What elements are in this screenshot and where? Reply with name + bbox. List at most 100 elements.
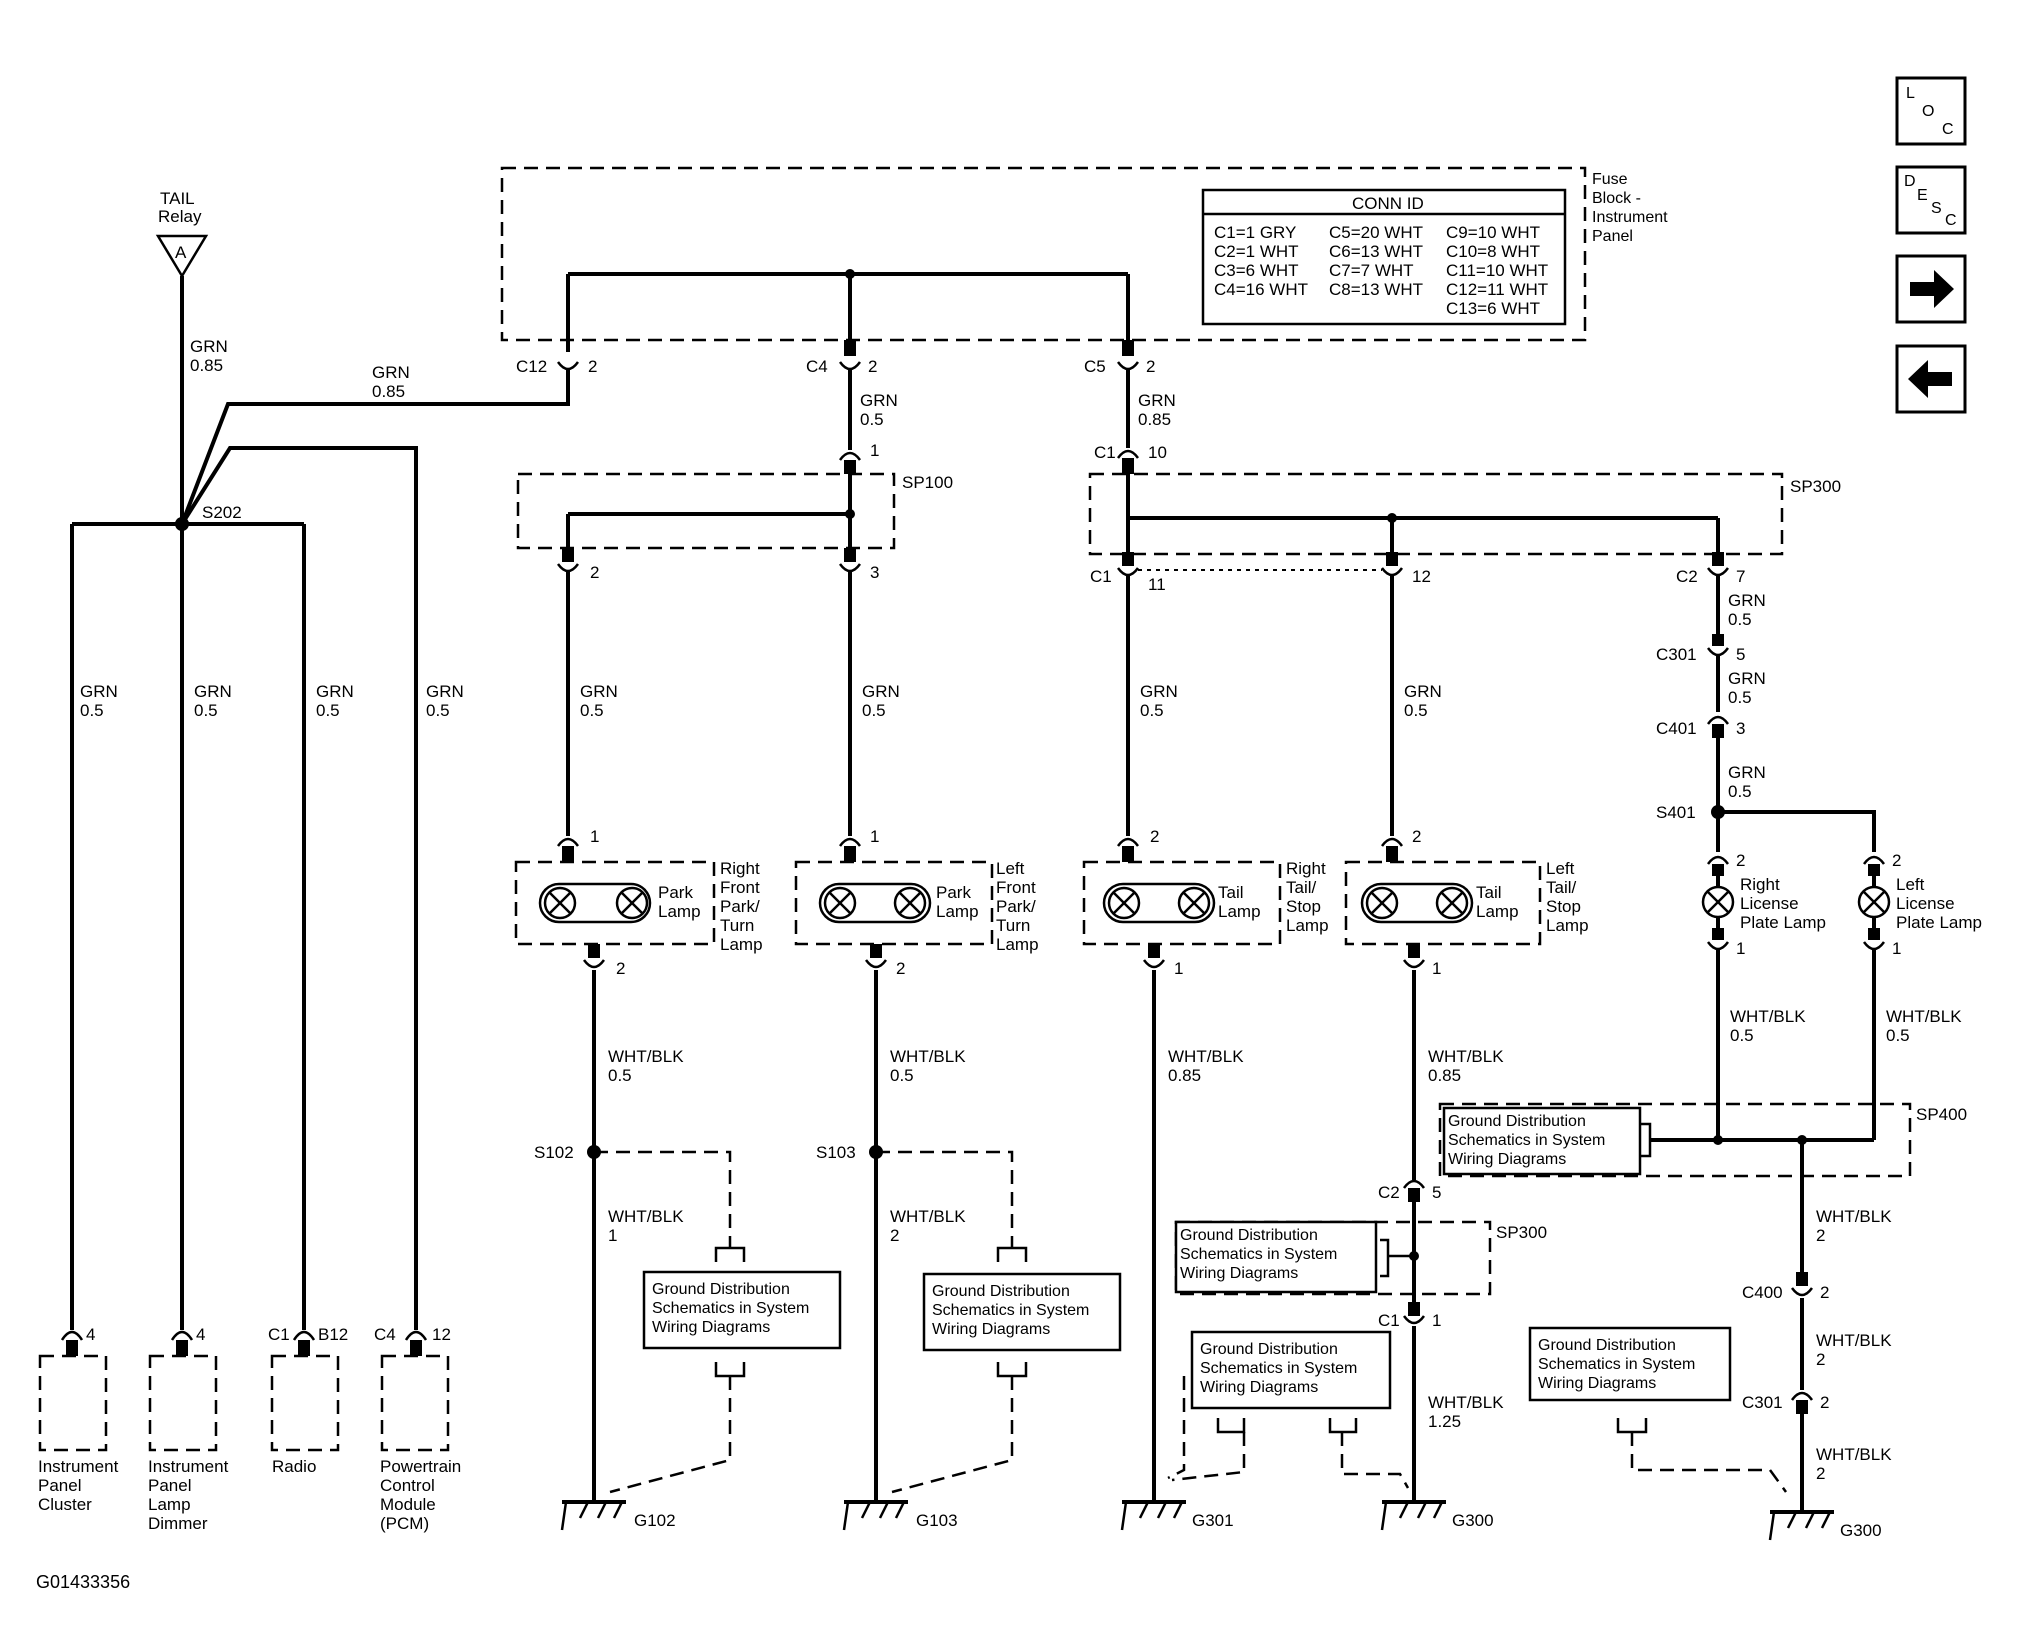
svg-text:3: 3 <box>1736 719 1745 738</box>
ground-g301: G301 <box>1120 1500 1234 1531</box>
figure-id: G01433356 <box>36 1572 130 1592</box>
svg-text:Wiring Diagrams: Wiring Diagrams <box>932 1321 1050 1338</box>
svg-text:C12: C12 <box>516 357 547 376</box>
svg-text:TAIL: TAIL <box>160 189 195 208</box>
svg-text:0.5: 0.5 <box>608 1066 632 1085</box>
rear-ground-wires: WHT/BLK 0.85 WHT/BLK 0.85 C2 5 SP300 C1 … <box>1152 970 1547 1500</box>
svg-text:S401: S401 <box>1656 803 1696 822</box>
svg-text:SP300: SP300 <box>1496 1223 1547 1242</box>
svg-text:SP100: SP100 <box>902 473 953 492</box>
conn-id-table: CONN ID C1=1 GRY C2=1 WHT C3=6 WHT C4=16… <box>1201 188 1567 326</box>
right-front-park-turn-lamp: 1 Park Lamp Right Front Park/ Turn Lamp … <box>514 827 763 978</box>
svg-text:E: E <box>1917 187 1928 204</box>
powertrain-control-module: C4 12 Powertrain Control Module (PCM) <box>374 1325 461 1533</box>
svg-text:C: C <box>1945 212 1957 229</box>
svg-text:GRN: GRN <box>426 682 464 701</box>
svg-text:3: 3 <box>870 563 879 582</box>
svg-text:Turn: Turn <box>996 916 1030 935</box>
svg-text:12: 12 <box>432 1325 451 1344</box>
svg-text:WHT/BLK: WHT/BLK <box>1730 1007 1806 1026</box>
svg-text:L: L <box>1906 85 1915 102</box>
svg-text:GRN: GRN <box>372 363 410 382</box>
svg-text:1: 1 <box>1432 959 1441 978</box>
svg-text:2: 2 <box>1820 1283 1829 1302</box>
svg-text:C401: C401 <box>1656 719 1697 738</box>
svg-text:2: 2 <box>1736 851 1745 870</box>
svg-text:2: 2 <box>896 959 905 978</box>
svg-text:Lamp: Lamp <box>658 902 701 921</box>
svg-text:Ground Distribution: Ground Distribution <box>1538 1337 1676 1354</box>
svg-text:Instrument: Instrument <box>1592 209 1668 226</box>
svg-text:Ground Distribution: Ground Distribution <box>1448 1113 1586 1130</box>
svg-text:Panel: Panel <box>1592 228 1633 245</box>
ground-g102: G102 <box>560 1500 676 1531</box>
ground-ref-sp400: Ground Distribution Schematics in System… <box>1442 1106 1642 1176</box>
svg-text:C400: C400 <box>1742 1283 1783 1302</box>
svg-text:0.5: 0.5 <box>426 701 450 720</box>
ground-g300-a: G300 <box>1380 1500 1494 1531</box>
svg-text:C5=20 WHT: C5=20 WHT <box>1329 223 1423 242</box>
svg-text:C2: C2 <box>1378 1183 1400 1202</box>
svg-text:Park/: Park/ <box>720 897 760 916</box>
svg-text:C1: C1 <box>1090 567 1112 586</box>
svg-text:0.85: 0.85 <box>1428 1066 1461 1085</box>
svg-text:GRN: GRN <box>1728 669 1766 688</box>
front-ground-wires: WHT/BLK 0.5 WHT/BLK 0.5 S102 S103 WHT/BL… <box>534 970 1028 1500</box>
svg-text:Lamp: Lamp <box>1546 916 1589 935</box>
svg-text:0.5: 0.5 <box>194 701 218 720</box>
svg-text:GRN: GRN <box>1728 763 1766 782</box>
svg-text:G301: G301 <box>1192 1511 1234 1530</box>
svg-text:Lamp: Lamp <box>720 935 763 954</box>
rear-feed: GRN 0.85 C1 10 SP300 C1 11 12 C2 7 GRN 0… <box>1088 370 1841 836</box>
svg-text:C8=13 WHT: C8=13 WHT <box>1329 280 1423 299</box>
svg-text:Instrument: Instrument <box>148 1457 229 1476</box>
svg-text:10: 10 <box>1148 443 1167 462</box>
svg-text:B12: B12 <box>318 1325 348 1344</box>
radio: C1 B12 Radio <box>268 1325 348 1476</box>
svg-text:C4=16 WHT: C4=16 WHT <box>1214 280 1308 299</box>
svg-text:11: 11 <box>1148 575 1166 594</box>
svg-text:2: 2 <box>1412 827 1421 846</box>
svg-text:GRN: GRN <box>316 682 354 701</box>
svg-text:7: 7 <box>1736 567 1745 586</box>
loc-button[interactable]: L O C <box>1895 76 1967 146</box>
svg-text:(PCM): (PCM) <box>380 1514 429 1533</box>
svg-text:WHT/BLK: WHT/BLK <box>1816 1445 1892 1464</box>
prev-page-button[interactable] <box>1895 344 1967 414</box>
ground-ref-s102: Ground Distribution Schematics in System… <box>642 1270 842 1350</box>
svg-text:2: 2 <box>1892 851 1901 870</box>
svg-text:0.5: 0.5 <box>316 701 340 720</box>
svg-text:C11=10 WHT: C11=10 WHT <box>1446 261 1548 280</box>
svg-text:Front: Front <box>996 878 1036 897</box>
svg-text:A: A <box>175 243 187 262</box>
svg-text:Wiring Diagrams: Wiring Diagrams <box>652 1319 770 1336</box>
svg-text:Wiring Diagrams: Wiring Diagrams <box>1200 1379 1318 1396</box>
svg-text:Plate Lamp: Plate Lamp <box>1740 913 1826 932</box>
svg-text:WHT/BLK: WHT/BLK <box>890 1047 966 1066</box>
svg-text:C4: C4 <box>374 1325 396 1344</box>
svg-text:GRN: GRN <box>80 682 118 701</box>
svg-text:GRN: GRN <box>1138 391 1176 410</box>
desc-button[interactable]: D E S C <box>1895 165 1967 235</box>
left-front-park-turn-lamp: 1 Park Lamp Left Front Park/ Turn Lamp 2 <box>794 827 1039 978</box>
svg-text:C7=7 WHT: C7=7 WHT <box>1329 261 1414 280</box>
svg-text:Tail: Tail <box>1218 883 1244 902</box>
svg-text:Block -: Block - <box>1592 190 1641 207</box>
svg-text:0.85: 0.85 <box>1138 410 1171 429</box>
connector-c5: C5 2 <box>1084 340 1155 376</box>
svg-text:Left: Left <box>1896 875 1925 894</box>
svg-text:1: 1 <box>1892 939 1901 958</box>
svg-text:Park/: Park/ <box>996 897 1036 916</box>
svg-text:Tail: Tail <box>1476 883 1502 902</box>
svg-text:GRN: GRN <box>1404 682 1442 701</box>
svg-text:4: 4 <box>196 1325 205 1344</box>
next-page-button[interactable] <box>1895 254 1967 324</box>
svg-text:0.5: 0.5 <box>862 701 886 720</box>
svg-text:C5: C5 <box>1084 357 1106 376</box>
svg-text:Ground Distribution: Ground Distribution <box>1180 1227 1318 1244</box>
svg-text:Control: Control <box>380 1476 435 1495</box>
svg-text:S103: S103 <box>816 1143 856 1162</box>
license-lamp-feed: GRN 0.5 C301 5 GRN 0.5 C401 3 GRN 0.5 S4… <box>1656 576 1876 852</box>
svg-text:Schematics in System: Schematics in System <box>652 1300 809 1317</box>
svg-text:Lamp: Lamp <box>1476 902 1519 921</box>
